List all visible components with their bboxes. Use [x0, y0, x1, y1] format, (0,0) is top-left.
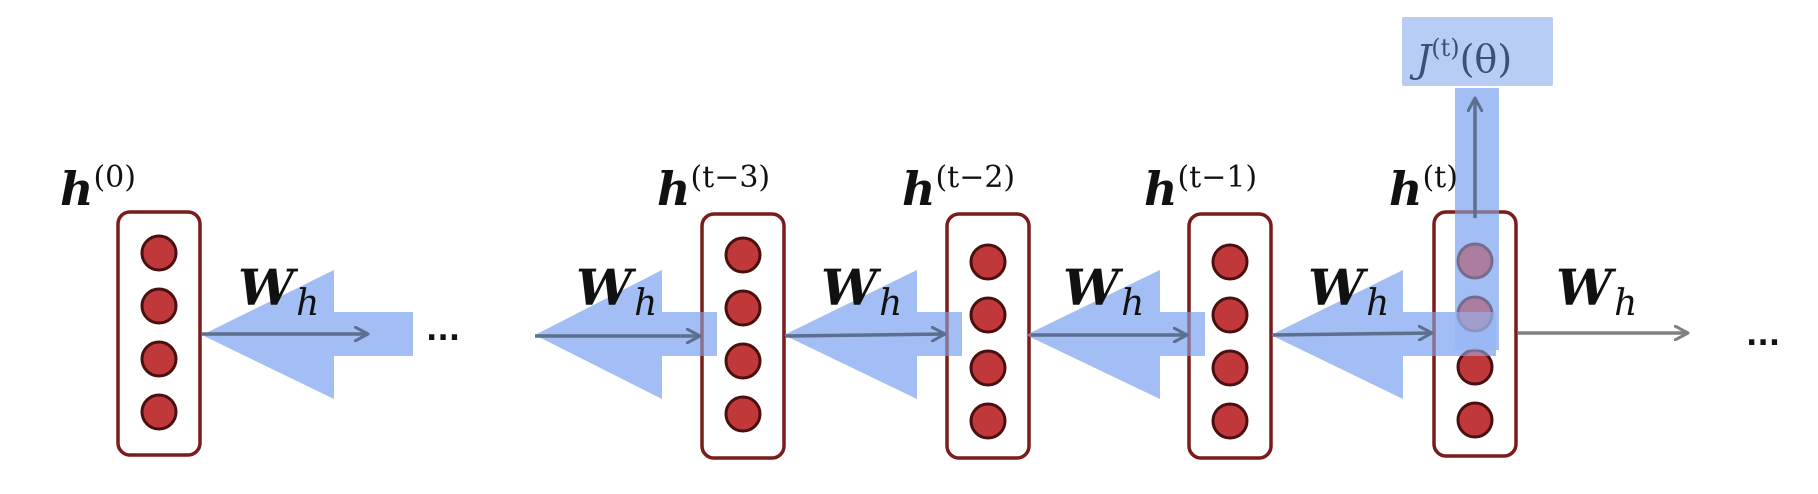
- neuron-3-1: [1211, 296, 1249, 334]
- weight-label-4: Wh: [1308, 258, 1389, 324]
- neuron-0-3: [140, 393, 178, 431]
- neuron-1-3: [724, 395, 762, 433]
- neuron-1-1: [724, 289, 762, 327]
- neuron-1-0: [724, 236, 762, 274]
- neuron-3-0: [1211, 243, 1249, 281]
- hidden-state-box-0: [116, 210, 202, 457]
- neuron-2-2: [969, 349, 1007, 387]
- neuron-3-3: [1211, 402, 1249, 440]
- weight-label-1: Wh: [576, 258, 657, 324]
- neuron-0-1: [140, 287, 178, 325]
- hidden-state-label-4: h(t): [1389, 160, 1458, 216]
- weight-label-2: Wh: [821, 258, 902, 324]
- neuron-2-0: [969, 243, 1007, 281]
- forward-arrow-4: [1272, 333, 1432, 335]
- hidden-state-label-2: h(t−2): [902, 160, 1015, 216]
- forward-arrows: [202, 98, 1688, 336]
- neuron-2-1: [969, 296, 1007, 334]
- loss-box: [1402, 17, 1553, 86]
- neuron-0-0: [140, 234, 178, 272]
- neuron-4-3: [1456, 401, 1494, 439]
- neuron-0-2: [140, 340, 178, 378]
- forward-arrow-2: [785, 334, 945, 336]
- ellipsis-right: ...: [1746, 318, 1780, 353]
- hidden-state-label-1: h(t−3): [657, 160, 770, 216]
- ellipsis-left: ...: [426, 313, 460, 348]
- weight-label-5: Wh: [1556, 258, 1637, 324]
- hidden-state-3: [1187, 212, 1273, 460]
- backprop-gradient-overlay: [202, 88, 1499, 399]
- hidden-state-label-0: h(0): [60, 160, 136, 216]
- hidden-state-1: [700, 212, 786, 460]
- hidden-state-0: [116, 210, 202, 457]
- neuron-2-3: [969, 402, 1007, 440]
- neuron-3-2: [1211, 349, 1249, 387]
- gradient-vertical-bar-overlay: [1455, 88, 1499, 350]
- weight-label-0: Wh: [238, 258, 319, 324]
- weight-label-3: Wh: [1063, 258, 1144, 324]
- hidden-state-label-3: h(t−1): [1144, 160, 1257, 216]
- loss-label: J(t)(θ): [1409, 34, 1512, 81]
- neuron-1-2: [724, 342, 762, 380]
